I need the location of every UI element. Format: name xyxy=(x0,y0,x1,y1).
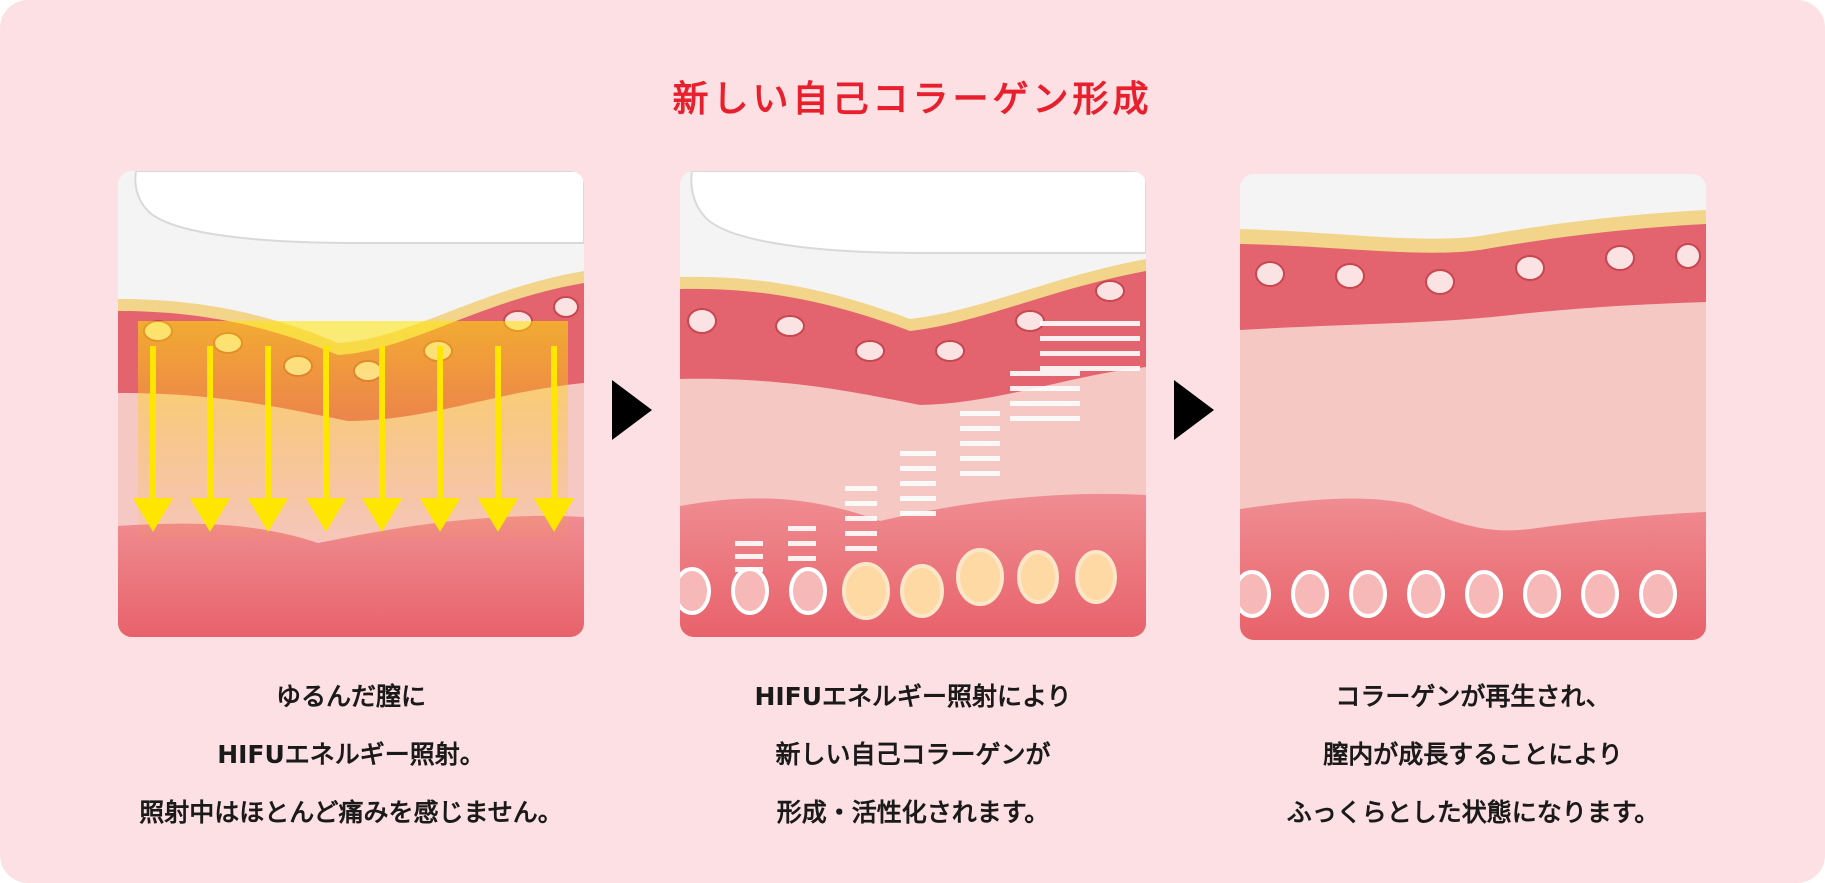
hifu-device xyxy=(134,171,584,244)
next-step-arrow-1 xyxy=(612,380,652,440)
energy-arrows xyxy=(132,346,575,532)
step-1-caption-line-1: ゆるんだ膣に xyxy=(275,682,426,711)
epithelial-cells xyxy=(1255,243,1701,295)
step-1-caption-line-3: 照射中はほとんど痛みを感じません。 xyxy=(139,798,563,827)
page-title: 新しい自己コラーゲン形成 xyxy=(672,79,1153,120)
new-collagen-lines xyxy=(735,321,1140,572)
step-3-tissue-diagram xyxy=(1240,174,1706,640)
step-2-caption-line-3: 形成・活性化されます。 xyxy=(776,798,1050,827)
step-3-caption: コラーゲンが再生され、 膣内が成長することにより ふっくらとした状態になります。 xyxy=(1213,668,1733,842)
step-2-caption: HIFUエネルギー照射により 新しい自己コラーゲンが 形成・活性化されます。 xyxy=(653,668,1173,842)
step-3-caption-line-1: コラーゲンが再生され、 xyxy=(1335,682,1611,711)
collagen-circles xyxy=(1240,570,1677,618)
step-1-caption-line-2: HIFUエネルギー照射。 xyxy=(217,740,485,769)
epithelial-cells xyxy=(687,280,1125,362)
step-1-tissue-diagram xyxy=(118,171,584,637)
collagen-circles xyxy=(680,548,1117,620)
hifu-device xyxy=(690,171,1146,254)
muscle-layer xyxy=(118,515,584,637)
step-3-illustration xyxy=(1240,174,1706,640)
step-2-illustration xyxy=(680,171,1146,637)
step-1-caption: ゆるんだ膣に HIFUエネルギー照射。 照射中はほとんど痛みを感じません。 xyxy=(91,668,611,842)
step-3-caption-line-2: 膣内が成長することにより xyxy=(1323,740,1623,769)
step-2-tissue-diagram xyxy=(680,171,1146,637)
step-2-caption-line-2: 新しい自己コラーゲンが xyxy=(775,740,1051,769)
step-1-illustration xyxy=(118,171,584,637)
step-2-caption-line-1: HIFUエネルギー照射により xyxy=(754,682,1072,711)
step-3-caption-line-3: ふっくらとした状態になります。 xyxy=(1286,798,1660,827)
next-step-arrow-2 xyxy=(1174,380,1214,440)
